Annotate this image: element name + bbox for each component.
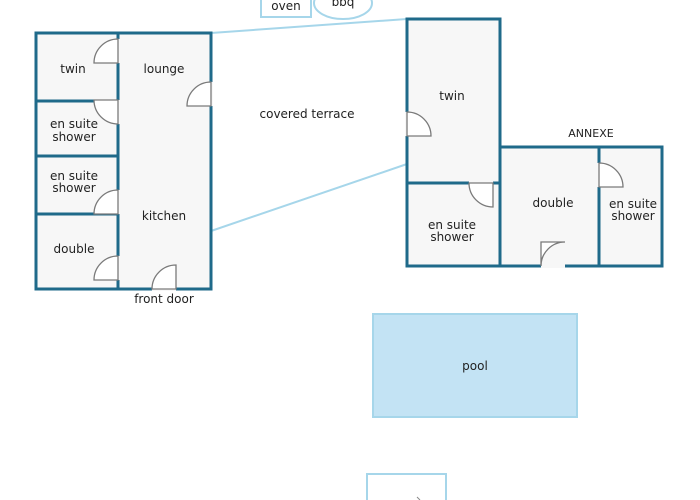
door-guest-twin — [406, 111, 432, 137]
annexe: ANNEXE double en suite shower — [498, 127, 664, 268]
door-twin — [93, 38, 119, 64]
oven-label: oven — [271, 0, 300, 13]
room-label-kitchen: kitchen — [142, 209, 186, 223]
room-label-twin: twin — [60, 62, 85, 76]
room-label-ensuite-2-b: shower — [52, 181, 95, 195]
room-label-ensuite-1-b: shower — [52, 130, 95, 144]
main-house: twin lounge en suite shower en suite sho… — [34, 31, 213, 306]
guest-block-outline — [405, 17, 502, 268]
covered-terrace-label: covered terrace — [260, 107, 355, 121]
door-annexe-ensuite — [598, 162, 624, 188]
guest-block: twin en suite shower — [405, 17, 502, 268]
annexe-outline — [498, 145, 664, 268]
pool-shape — [372, 313, 578, 418]
pool-label: pool — [462, 359, 488, 373]
room-label-lounge: lounge — [144, 62, 185, 76]
oven-box — [260, 0, 312, 18]
door-annexe-double — [540, 241, 566, 267]
room-label-double: double — [54, 242, 95, 256]
bottom-structure — [366, 473, 447, 500]
bbq-label: bbq — [332, 0, 355, 9]
room-label-guest-ensuite-a: en suite — [428, 218, 476, 232]
terrace-line-bottom — [210, 163, 408, 232]
room-label-ensuite-1-a: en suite — [50, 117, 98, 131]
room-label-annexe-double: double — [533, 196, 574, 210]
door-lounge — [186, 81, 212, 107]
room-label-guest-twin: twin — [439, 89, 464, 103]
annexe-title: ANNEXE — [568, 127, 613, 140]
bbq-shape — [313, 0, 373, 20]
main-house-outline — [34, 31, 213, 291]
room-label-annexe-ensuite-b: shower — [611, 209, 654, 223]
door-ensuite-2 — [93, 189, 119, 215]
door-guest-ensuite — [468, 182, 494, 208]
room-label-ensuite-2-a: en suite — [50, 169, 98, 183]
room-label-annexe-ensuite-a: en suite — [609, 197, 657, 211]
door-double — [93, 255, 119, 281]
terrace-line-top — [210, 18, 408, 34]
door-ensuite-1 — [93, 99, 119, 125]
front-door-swing — [151, 264, 177, 290]
room-label-guest-ensuite-b: shower — [430, 230, 473, 244]
front-door-label: front door — [134, 292, 194, 306]
